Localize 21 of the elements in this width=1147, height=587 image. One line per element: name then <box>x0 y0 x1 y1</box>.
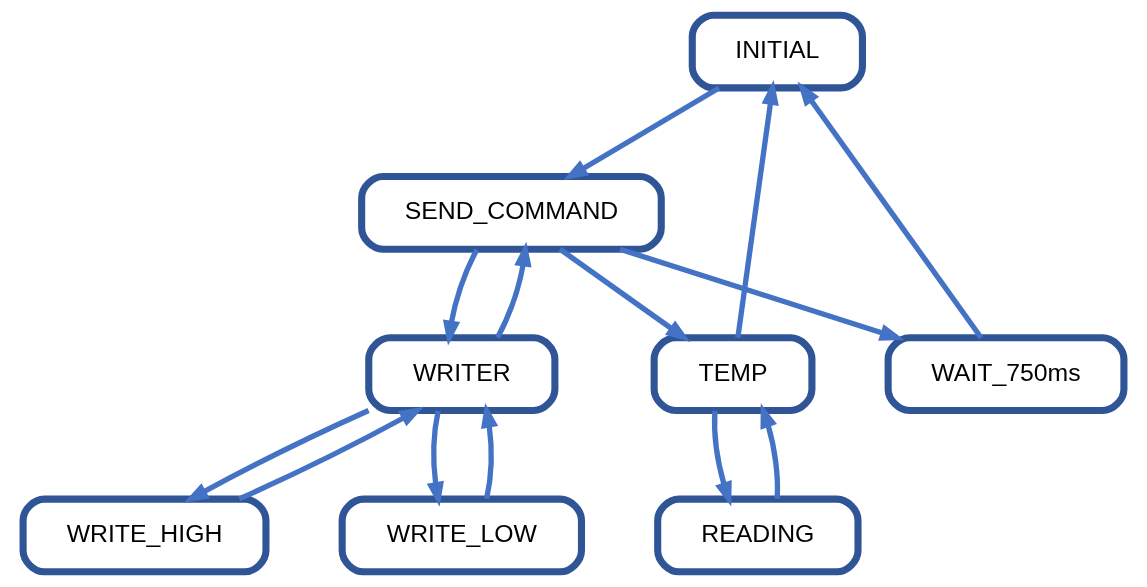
arrow <box>495 241 532 339</box>
arrow <box>797 81 984 340</box>
node-box: TEMP <box>650 334 816 415</box>
node-box: WRITE_LOW <box>338 495 586 576</box>
node-box: WRITE_HIGH <box>19 495 270 576</box>
arrow <box>712 410 732 507</box>
arrow <box>619 246 905 341</box>
arrow <box>481 403 499 500</box>
node-box: INITIAL <box>688 11 866 92</box>
arrow <box>558 247 691 342</box>
node-box: WRITER <box>365 334 559 415</box>
arrow <box>442 248 480 346</box>
arrow <box>238 406 424 502</box>
node-box: SEND_COMMAND <box>358 172 665 253</box>
arrow <box>760 403 781 499</box>
node-box: READING <box>654 495 862 576</box>
arrow <box>735 80 779 339</box>
arrow <box>183 408 370 503</box>
arrow <box>426 410 444 507</box>
node-box: WAIT_750ms <box>884 334 1128 415</box>
arrow <box>563 85 721 181</box>
